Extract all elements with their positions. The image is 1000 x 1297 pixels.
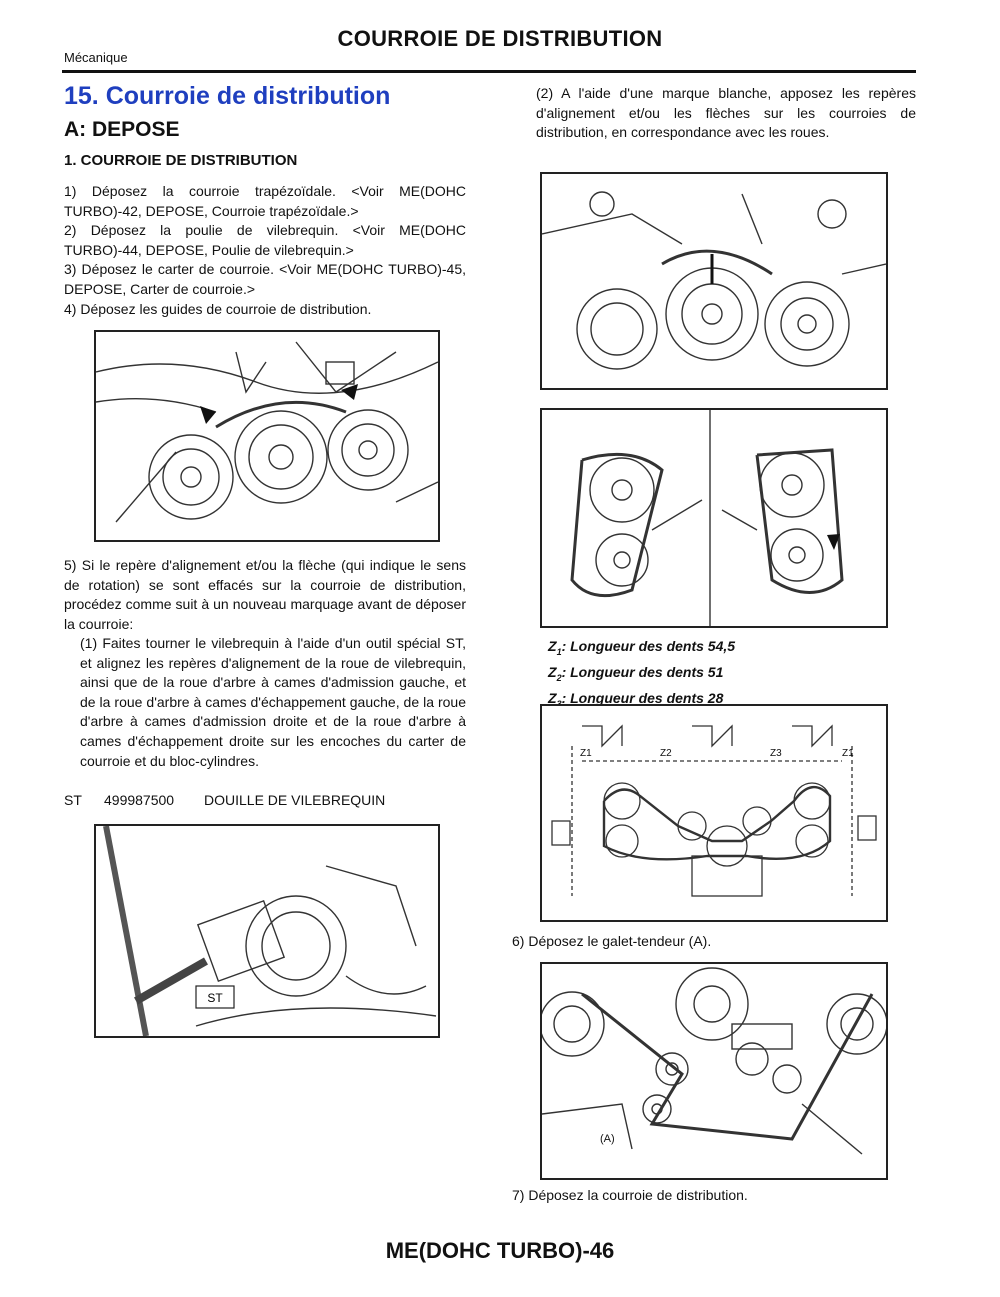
figure-tensioner: (A) <box>540 962 888 1180</box>
legend-z1-sub: 1 <box>556 646 562 657</box>
figure-crankshaft-socket: ST <box>94 824 440 1038</box>
fig-st-label: ST <box>207 991 223 1005</box>
belt-guides-drawing <box>96 341 438 523</box>
step-7: 7) Déposez la courroie de distribution. <box>512 1186 912 1206</box>
header-rule <box>62 70 916 73</box>
step-6: 6) Déposez le galet-tendeur (A). <box>512 932 912 952</box>
step-3: 3) Déposez le carter de courroie. <Voir … <box>64 261 466 297</box>
legend-z1-sym: Z <box>548 638 557 654</box>
subsection-a-text: A: DEPOSE <box>64 118 180 141</box>
step-6-text: 6) Déposez le galet-tendeur (A). <box>512 933 712 949</box>
step-5-1-text: (1) Faites tourner le vilebrequin à l'ai… <box>80 635 466 769</box>
legend-z3: Z3: Longueur des dents 28 <box>548 688 888 714</box>
section-title-text: 15. Courroie de distribution <box>64 82 391 110</box>
figure-alignment-marks <box>540 172 888 390</box>
legend-z3-sym: Z <box>548 689 557 706</box>
st-number: 499987500 <box>104 792 175 808</box>
step-5-text: 5) Si le repère d'alignement et/ou la fl… <box>64 557 466 632</box>
legend-z1: Z1: Longueur des dents 54,5 <box>548 636 888 662</box>
fig-z3: Z3 <box>770 748 782 759</box>
section-title: 15. Courroie de distribution <box>64 82 390 111</box>
figure-belt-guides <box>94 330 440 542</box>
alignment-marks-drawing <box>542 191 886 370</box>
st-label: ST <box>64 792 82 808</box>
fig-a-label: (A) <box>600 1133 615 1145</box>
step-2: 2) Déposez la poulie de vilebrequin. <Vo… <box>64 222 466 258</box>
fig-z2: Z2 <box>660 748 672 759</box>
step-5-2: (2) A l'aide d'une marque blanche, appos… <box>536 84 916 143</box>
steps-1-4: 1) Déposez la courroie trapézoïdale. <Vo… <box>64 182 466 319</box>
page-header-title: COURROIE DE DISTRIBUTION <box>337 26 663 51</box>
figure-belt-arrows <box>540 408 888 628</box>
page-number: ME(DOHC TURBO)-46 <box>385 1238 615 1263</box>
step-5-2-text: (2) A l'aide d'une marque blanche, appos… <box>536 85 916 141</box>
st-tool-line: ST 499987500 DOUILLE DE VILEBREQUIN <box>64 792 474 808</box>
step-7-text: 7) Déposez la courroie de distribution. <box>512 1187 748 1203</box>
subsection-1-text: 1. COURROIE DE DISTRIBUTION <box>64 152 298 169</box>
page-header-section: Mécanique <box>64 50 128 65</box>
step-5-1: (1) Faites tourner le vilebrequin à l'ai… <box>80 634 466 771</box>
legend-z2-sub: 2 <box>556 672 562 683</box>
legend-z2-sym: Z <box>548 663 557 680</box>
step-4: 4) Déposez les guides de courroie de dis… <box>64 300 372 317</box>
step-1: 1) Déposez la courroie trapézoïdale. <Vo… <box>64 183 466 219</box>
fig-z1-left: Z1 <box>580 748 592 759</box>
crankshaft-socket-drawing: ST <box>103 826 437 1036</box>
legend-z2: Z2: Longueur des dents 51 <box>548 662 888 688</box>
figure-belt-schematic: Z1 Z2 Z3 Z1 <box>540 704 888 922</box>
legend-z3-text: : Longueur des dents 28 <box>561 689 724 706</box>
subsection-1-title: 1. COURROIE DE DISTRIBUTION <box>64 152 297 169</box>
belt-arrows-drawing <box>570 410 844 626</box>
legend-z3-sub: 3 <box>557 698 562 708</box>
fig-z1-right: Z1 <box>842 748 854 759</box>
st-name: DOUILLE DE VILEBREQUIN <box>204 792 386 808</box>
legend-z2-text: : Longueur des dents 51 <box>561 663 724 680</box>
subsection-a-title: A: DEPOSE <box>64 118 180 142</box>
tooth-length-legend: Z1: Longueur des dents 54,5 Z2: Longueur… <box>548 636 888 713</box>
legend-z1-text: : Longueur des dents 54,5 <box>561 638 736 654</box>
step-5: 5) Si le repère d'alignement et/ou la fl… <box>64 556 466 634</box>
belt-schematic-drawing: Z1 Z2 Z3 Z1 <box>551 724 877 897</box>
tensioner-drawing: (A) <box>542 967 886 1155</box>
